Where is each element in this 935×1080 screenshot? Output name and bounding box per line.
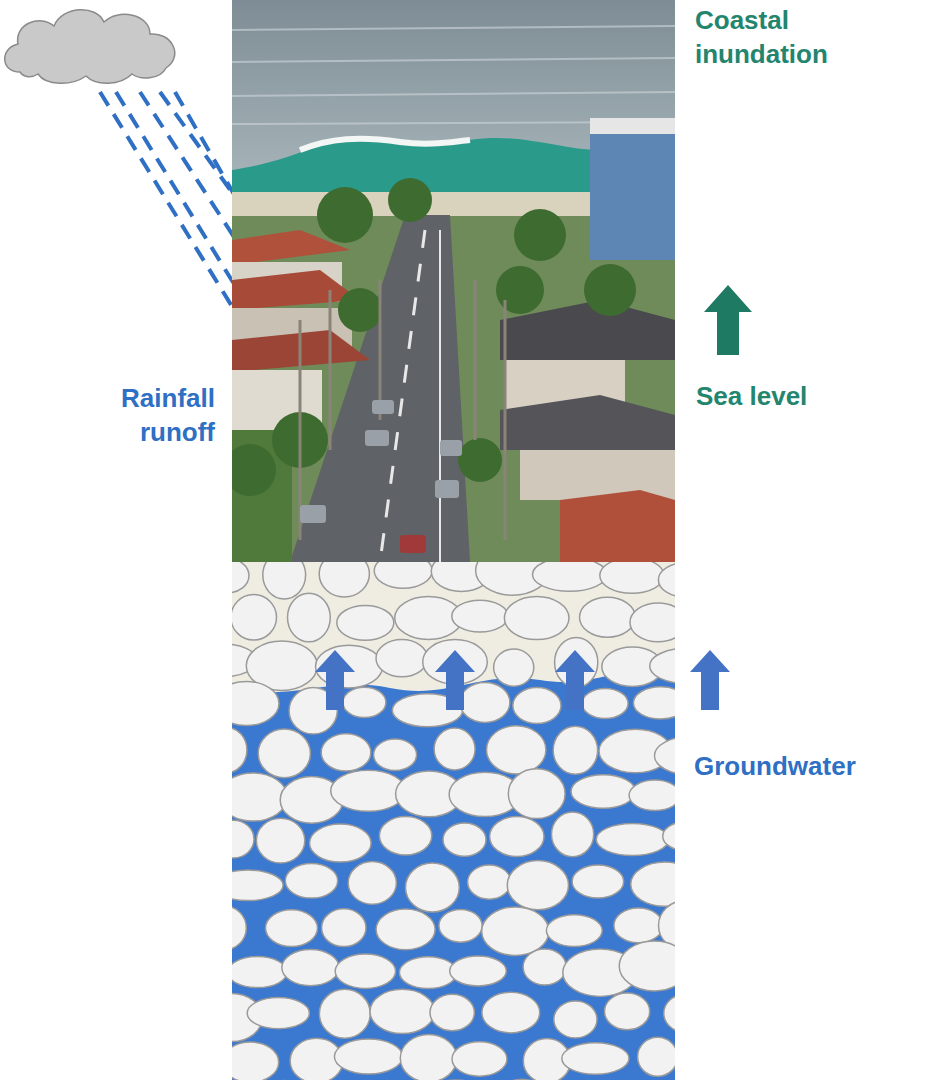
pebble	[508, 769, 565, 819]
pebble	[334, 1039, 402, 1074]
pebble	[232, 728, 247, 773]
street-photo	[232, 0, 675, 562]
pebble	[434, 728, 475, 770]
pebble	[513, 688, 561, 724]
pebble	[663, 821, 675, 852]
pebble	[282, 950, 339, 986]
pebble	[232, 773, 287, 821]
pebble	[232, 870, 283, 901]
annotation-label: Sea level	[696, 380, 896, 414]
pebble	[452, 600, 508, 632]
annotation-label: Coastal inundation	[695, 4, 855, 72]
pebble	[263, 562, 306, 599]
pebble	[337, 605, 394, 640]
pebble	[658, 563, 675, 598]
pebble	[374, 562, 432, 588]
pebble	[232, 957, 287, 988]
pebble	[343, 687, 386, 717]
annotation-label: Groundwater	[694, 750, 924, 784]
pebble	[629, 780, 675, 810]
cloud	[5, 10, 175, 84]
pebble	[638, 1037, 675, 1076]
pebble	[582, 688, 628, 718]
pebble	[482, 992, 540, 1033]
pebble	[321, 734, 371, 771]
pebble	[650, 648, 675, 683]
pebble	[266, 910, 318, 947]
pebble	[247, 998, 309, 1029]
pebble	[546, 915, 602, 947]
pebble	[655, 737, 676, 775]
pebble	[460, 683, 510, 723]
pebble	[452, 1042, 507, 1076]
pebble	[443, 823, 486, 856]
pebble	[482, 907, 549, 955]
pebble	[523, 949, 566, 985]
pebble	[232, 562, 249, 593]
pebble	[631, 862, 675, 906]
pebble	[322, 909, 366, 947]
sea-level-arrow	[704, 285, 752, 355]
pebble	[374, 739, 417, 770]
pebble	[348, 862, 396, 905]
pebble	[430, 994, 474, 1031]
pebble	[619, 941, 675, 991]
pebble	[507, 861, 568, 910]
pebble	[600, 562, 664, 593]
pebble	[399, 957, 457, 989]
pebble	[319, 562, 369, 597]
pebble	[258, 729, 310, 778]
pebble	[614, 908, 663, 943]
pebble	[553, 726, 597, 774]
pebble	[310, 824, 372, 862]
pebble	[232, 595, 277, 640]
pebble	[232, 682, 279, 726]
pebble	[319, 989, 370, 1038]
pebble	[450, 956, 507, 986]
pebble	[495, 1079, 549, 1080]
pebble	[232, 1042, 279, 1080]
pebble	[468, 865, 511, 899]
pebble	[439, 909, 482, 942]
pebble	[370, 989, 435, 1033]
pebble	[664, 994, 675, 1032]
pebble	[288, 593, 331, 642]
pebble	[256, 818, 304, 863]
pebble	[335, 954, 395, 988]
pebble	[633, 687, 675, 719]
pebble	[571, 775, 635, 808]
pebble	[379, 817, 431, 855]
groundwater-arrows	[315, 650, 730, 710]
pebble	[552, 812, 594, 857]
pebble	[572, 865, 624, 898]
pebble	[490, 816, 544, 856]
pebble	[487, 726, 546, 774]
pebble	[331, 770, 406, 811]
pebble	[232, 906, 246, 950]
pebble	[580, 597, 636, 637]
pebble	[376, 909, 435, 950]
pebble	[630, 603, 675, 642]
pebble	[406, 863, 460, 912]
pebble	[285, 864, 337, 899]
groundwater-pebbles	[232, 562, 675, 1080]
pebble	[554, 1001, 597, 1038]
pebble	[400, 1035, 457, 1080]
pebble	[376, 640, 428, 677]
pebble	[494, 649, 534, 686]
pebble	[232, 820, 254, 858]
pebble	[605, 993, 650, 1030]
pebble	[596, 824, 668, 856]
pebble	[504, 597, 569, 640]
pebble	[562, 1043, 629, 1074]
pebble	[533, 562, 607, 591]
annotation-label: Rainfall runoff	[80, 382, 215, 450]
